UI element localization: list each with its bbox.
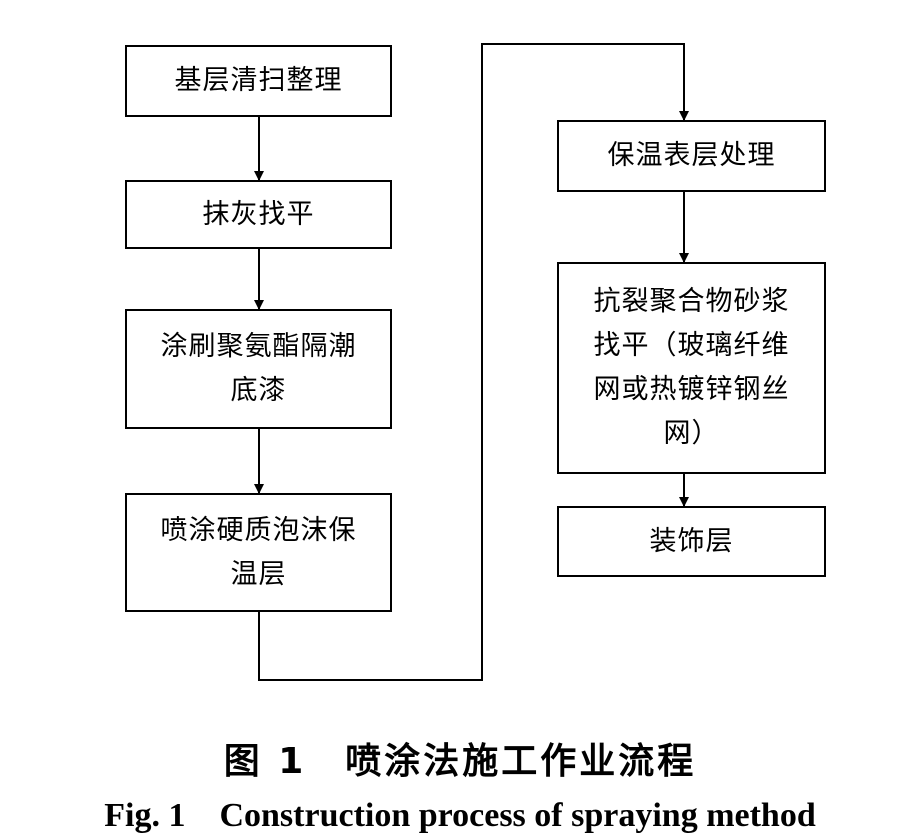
step-base-cleaning: 基层清扫整理 [125, 45, 392, 117]
step-anti-crack-mortar: 抗裂聚合物砂浆 找平（玻璃纤维 网或热镀锌钢丝 网） [557, 262, 826, 474]
step-plaster-leveling: 抹灰找平 [125, 180, 392, 249]
figure-caption-chinese: 图 1 喷涂法施工作业流程 [223, 741, 697, 782]
connector-step4-to-step5 [258, 43, 689, 681]
step-insulation-surface-treatment: 保温表层处理 [557, 120, 826, 192]
figure-caption-english: Fig. 1 Construction process of spraying … [104, 797, 816, 834]
step-polyurethane-primer: 涂刷聚氨酯隔潮 底漆 [125, 309, 392, 429]
step-spray-foam-insulation: 喷涂硬质泡沫保 温层 [125, 493, 392, 612]
step-decorative-layer: 装饰层 [557, 506, 826, 577]
